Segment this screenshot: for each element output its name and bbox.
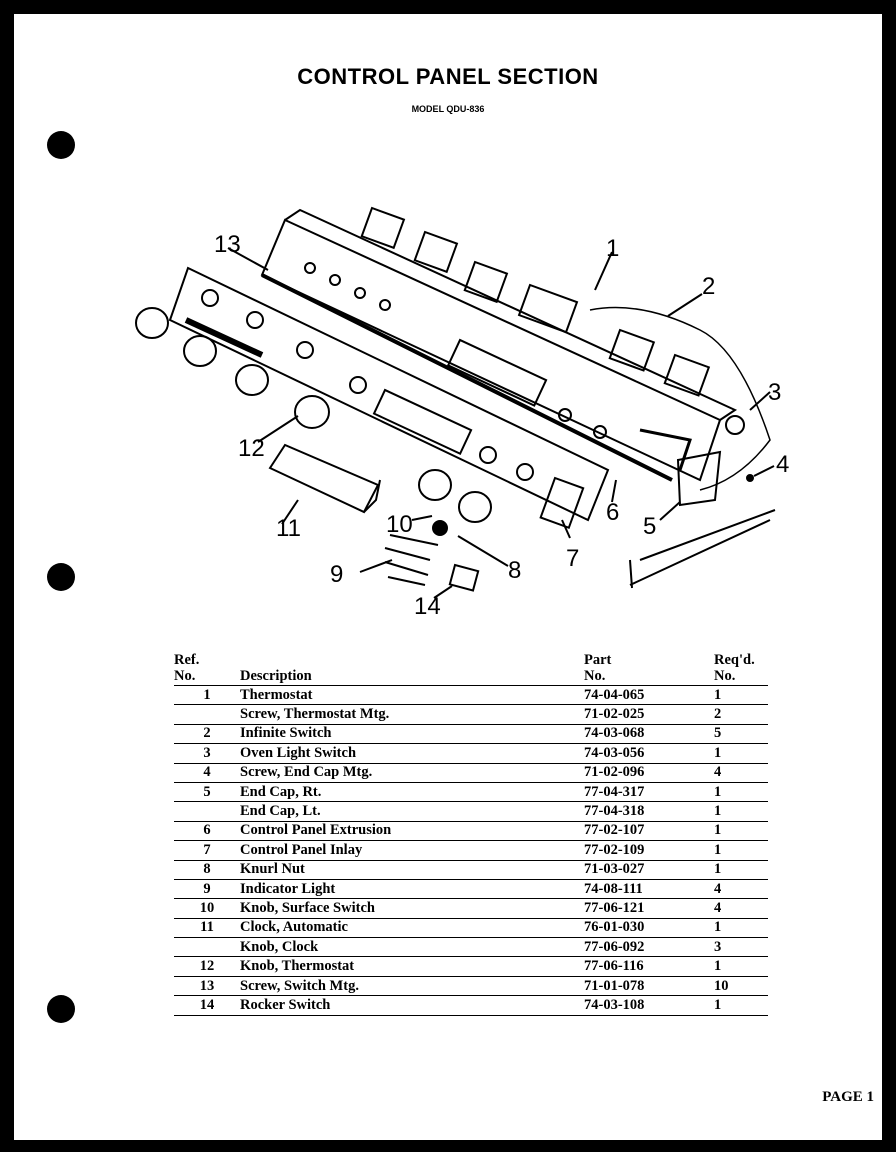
callout-7: 7 bbox=[566, 545, 579, 572]
callout-12: 12 bbox=[238, 435, 265, 462]
header-description: Description bbox=[240, 652, 584, 686]
exploded-parts-diagram: 1 2 3 4 5 6 7 8 9 10 11 12 13 14 bbox=[135, 206, 789, 620]
page-number: PAGE 1 bbox=[822, 1089, 874, 1105]
callout-8: 8 bbox=[508, 557, 521, 584]
callout-10: 10 bbox=[386, 511, 413, 538]
binder-hole-middle bbox=[47, 563, 75, 591]
page-title: CONTROL PANEL SECTION bbox=[297, 64, 599, 89]
callout-14: 14 bbox=[414, 593, 441, 620]
callout-3: 3 bbox=[768, 379, 781, 406]
callout-5: 5 bbox=[643, 513, 656, 540]
header-reqd-no: Req'd.No. bbox=[714, 652, 768, 686]
callout-1: 1 bbox=[606, 235, 619, 262]
callout-13: 13 bbox=[214, 231, 241, 258]
model-number: MODEL QDU-836 bbox=[411, 104, 485, 114]
callout-11: 11 bbox=[276, 515, 301, 542]
callout-9: 9 bbox=[330, 561, 343, 588]
binder-hole-top bbox=[47, 131, 75, 159]
callout-6: 6 bbox=[606, 499, 619, 526]
binder-hole-bottom bbox=[47, 995, 75, 1023]
callout-4: 4 bbox=[776, 451, 789, 478]
header-ref-no: Ref.No. bbox=[174, 652, 240, 686]
callout-2: 2 bbox=[702, 273, 715, 300]
